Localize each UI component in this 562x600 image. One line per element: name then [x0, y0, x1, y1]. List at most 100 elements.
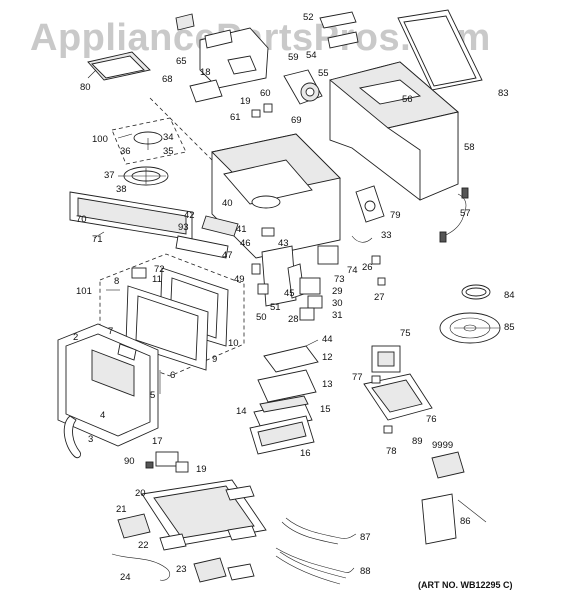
label-part-18: 18 — [200, 67, 211, 78]
label-part-45: 45 — [284, 288, 295, 299]
label-part-22: 22 — [138, 540, 149, 551]
label-part-2: 2 — [73, 332, 78, 343]
label-part-5: 5 — [150, 390, 155, 401]
label-part-29: 29 — [332, 286, 343, 297]
label-part-41: 41 — [236, 224, 247, 235]
label-part-88: 88 — [360, 566, 371, 577]
label-part-23: 23 — [176, 564, 187, 575]
label-part-34: 34 — [163, 132, 174, 143]
label-part-79: 79 — [390, 210, 401, 221]
label-part-56: 56 — [402, 94, 413, 105]
label-part-37: 37 — [104, 170, 115, 181]
label-part-83: 83 — [498, 88, 509, 99]
wire-harnesses — [275, 517, 357, 585]
label-part-84: 84 — [504, 290, 515, 301]
art-number: (ART NO. WB12295 C) — [418, 580, 513, 590]
label-part-11: 11 — [152, 274, 162, 285]
label-part-47: 47 — [222, 250, 233, 261]
label-part-75: 75 — [400, 328, 411, 339]
charcoal-filter — [87, 51, 151, 81]
front-grille — [69, 191, 193, 241]
label-part-27: 27 — [374, 292, 385, 303]
label-part-40: 40 — [222, 198, 233, 209]
stirrer-detail — [111, 97, 223, 171]
label-part-21: 21 — [116, 504, 127, 515]
label-part-100: 100 — [92, 134, 108, 145]
label-part-8: 8 — [114, 276, 119, 287]
label-part-9999: 9999 — [432, 440, 453, 451]
label-part-72: 72 — [154, 264, 165, 275]
label-part-55: 55 — [318, 68, 329, 79]
label-part-51: 51 — [270, 302, 281, 313]
label-part-68: 68 — [162, 74, 173, 85]
transformer-base — [363, 345, 433, 434]
door-switches — [299, 245, 339, 321]
label-part-42: 42 — [184, 210, 195, 221]
label-part-17: 17 — [152, 436, 163, 447]
label-part-52: 52 — [303, 12, 314, 23]
shield-panels — [175, 215, 239, 259]
label-part-3: 3 — [88, 434, 93, 445]
label-part-54: 54 — [306, 50, 317, 61]
label-part-7: 7 — [108, 326, 113, 337]
label-part-93: 93 — [178, 222, 189, 233]
label-part-12: 12 — [322, 352, 333, 363]
label-part-50: 50 — [256, 312, 267, 323]
label-part-9: 9 — [212, 354, 217, 365]
label-part-26: 26 — [362, 262, 373, 273]
label-part-28: 28 — [288, 314, 299, 325]
label-part-70: 70 — [76, 214, 87, 225]
label-part-20: 20 — [135, 488, 146, 499]
label-part-46: 46 — [240, 238, 251, 249]
label-part-30: 30 — [332, 298, 343, 309]
part-number-labels: 2 3 4 5 6 7 8 9 10 11 12 13 14 15 16 17 … — [73, 12, 515, 583]
label-part-85: 85 — [504, 322, 515, 333]
misc-clips — [351, 235, 386, 286]
switch-parts — [251, 227, 305, 307]
label-part-38: 38 — [116, 184, 127, 195]
label-part-74: 74 — [347, 265, 358, 276]
label-part-89: 89 — [412, 436, 423, 447]
stirrer-fan — [123, 166, 169, 186]
oven-cavity — [211, 133, 341, 259]
lamp-sockets — [145, 451, 189, 473]
label-part-65: 65 — [176, 56, 187, 67]
top-plate — [397, 9, 483, 91]
label-part-59: 59 — [288, 52, 299, 63]
literature — [421, 451, 465, 545]
label-part-19-bottom: 19 — [196, 464, 207, 475]
vent-bracket — [175, 13, 269, 89]
label-part-14: 14 — [236, 406, 247, 417]
label-part-80: 80 — [80, 82, 91, 93]
label-part-77: 77 — [352, 372, 363, 383]
label-part-6: 6 — [170, 370, 175, 381]
label-part-15: 15 — [320, 404, 331, 415]
label-part-36: 36 — [120, 146, 131, 157]
label-part-19-top: 19 — [240, 96, 251, 107]
label-part-78: 78 — [386, 446, 397, 457]
label-part-87: 87 — [360, 532, 371, 543]
label-part-24: 24 — [120, 572, 131, 583]
label-part-101: 101 — [76, 286, 92, 297]
label-part-76: 76 — [426, 414, 437, 425]
label-part-4: 4 — [100, 410, 105, 421]
power-cord — [439, 187, 469, 243]
vent-motor — [283, 69, 323, 105]
label-part-57: 57 — [460, 208, 471, 219]
label-part-90: 90 — [124, 456, 135, 467]
small-parts-top — [189, 79, 273, 118]
turntable — [439, 284, 501, 344]
top-brackets — [319, 11, 359, 49]
label-part-60: 60 — [260, 88, 271, 99]
label-part-33: 33 — [381, 230, 392, 241]
label-part-16: 16 — [300, 448, 311, 459]
bottom-plate — [141, 479, 267, 547]
label-part-35: 35 — [163, 146, 174, 157]
door-assembly — [99, 253, 245, 377]
label-part-10: 10 — [228, 338, 239, 349]
label-part-73: 73 — [334, 274, 345, 285]
label-part-69: 69 — [291, 115, 302, 126]
label-part-13: 13 — [322, 379, 333, 390]
outer-door — [57, 323, 161, 459]
